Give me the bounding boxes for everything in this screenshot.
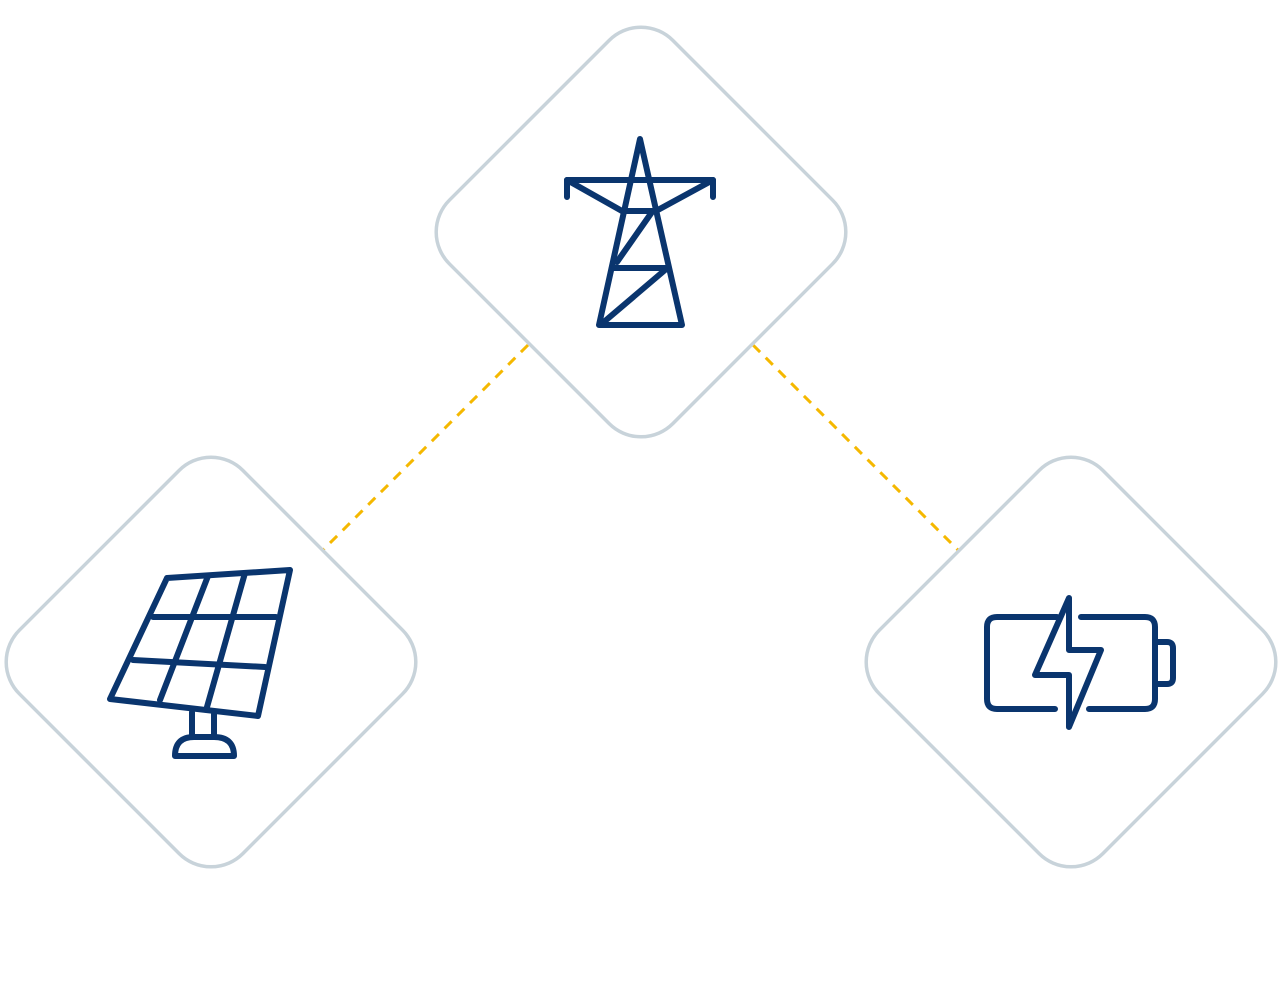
transmission-tower-icon [564,136,716,328]
connector-grid-battery [751,343,960,552]
solar-panel-icon [107,567,293,759]
diamond-frame [434,25,848,439]
diamond-frame [4,455,418,869]
battery-charging-icon [984,595,1176,730]
node-solar [4,455,418,869]
node-battery [864,455,1278,869]
node-grid [434,25,848,439]
connector-grid-solar [321,343,530,552]
diamond-frame [864,455,1278,869]
